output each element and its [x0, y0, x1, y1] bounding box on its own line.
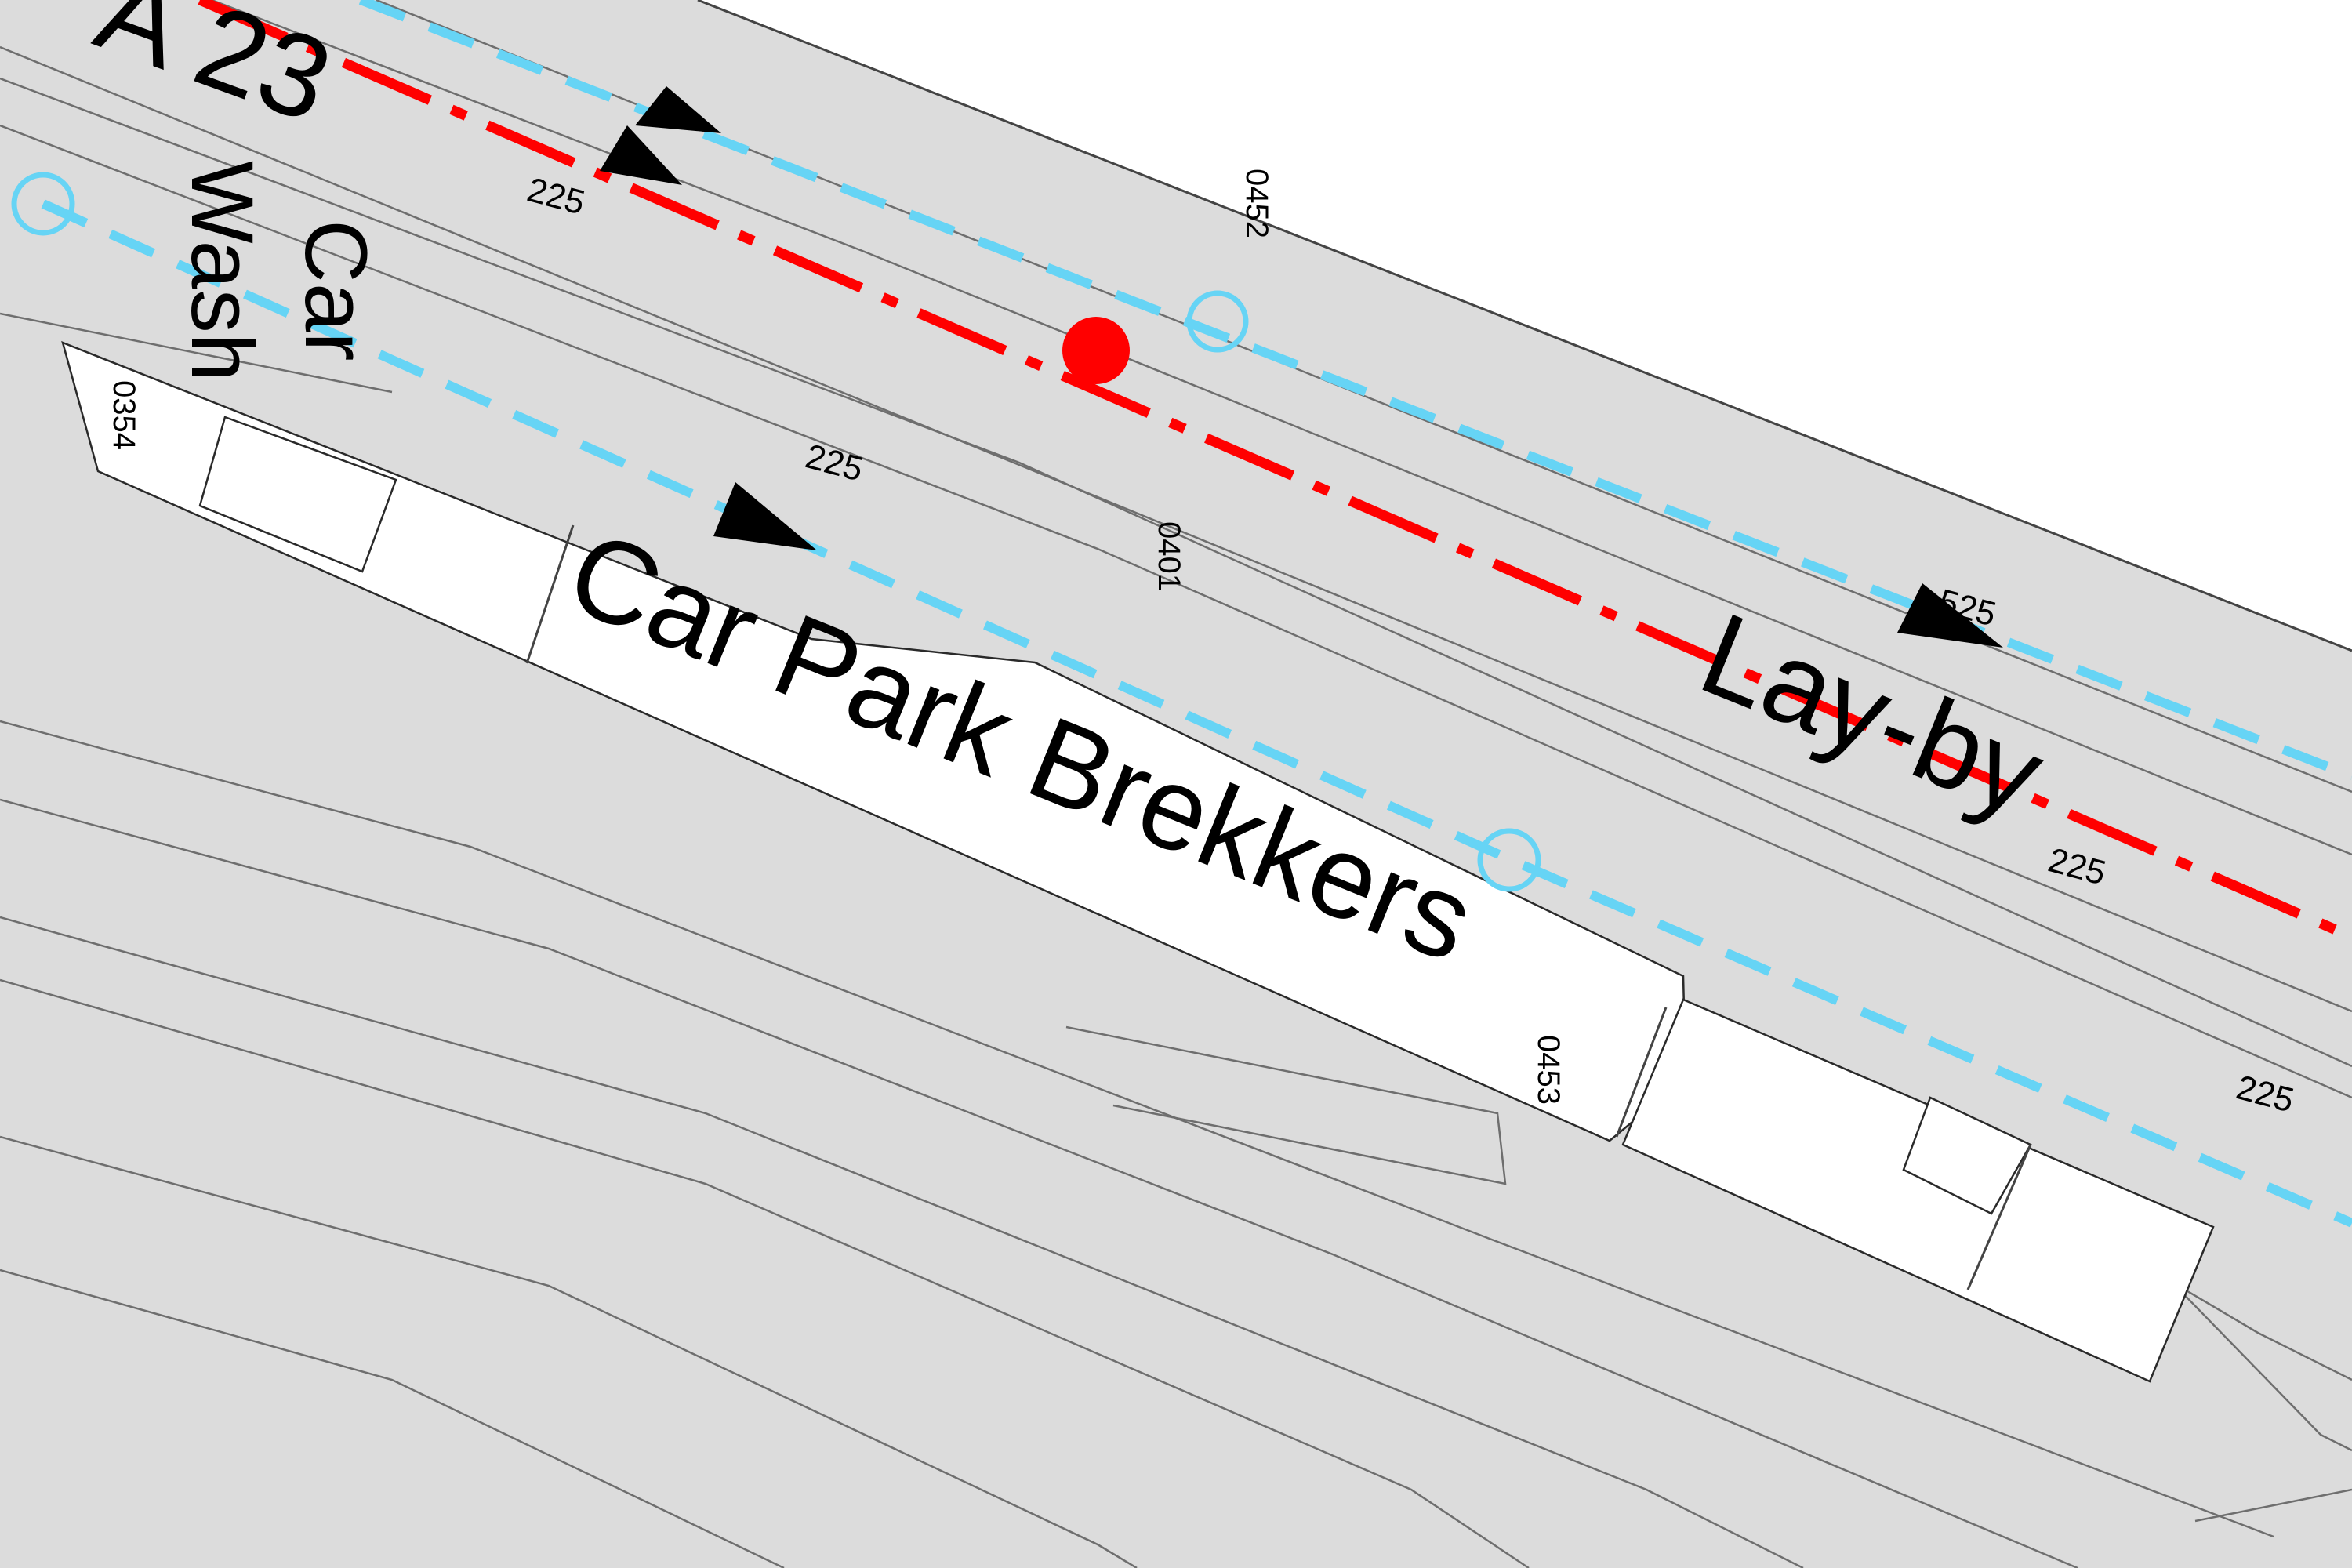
kerb-line-4 [211, 0, 2352, 856]
kerb-line-13 [1065, 1025, 1507, 1185]
foul-sewer [198, 0, 2352, 942]
kerb-line-11 [0, 1135, 1138, 1568]
kerb-line-9 [0, 916, 1804, 1568]
car-park-divider [525, 524, 575, 664]
kerb-line-6 [0, 312, 393, 394]
kerb-line-10 [0, 978, 1530, 1568]
car-label: Car [287, 220, 385, 361]
kerb-line-8 [0, 798, 2078, 1568]
surface-water-sewer-south [41, 199, 2352, 1228]
flow-arrow [713, 482, 817, 550]
manhole-ref-label: 0452 [1240, 169, 1274, 238]
kerb-line-14 [2171, 1280, 2352, 1381]
road-edge-north [697, 0, 2352, 652]
surface-water-sewer-north [358, 0, 2352, 781]
flow-arrow [1897, 583, 2003, 648]
sewer-network [41, 0, 2352, 1228]
manholes [11, 172, 1541, 892]
kerb-line-16 [2194, 1488, 2352, 1523]
car-wash-bay [198, 416, 397, 573]
manhole-ref-label: 0354 [107, 380, 141, 450]
kerb-line-12 [0, 1269, 785, 1568]
south-building [1621, 998, 2215, 1383]
kerb-line-3 [0, 124, 2352, 1099]
manhole-ref-label: 0401 [1152, 521, 1186, 591]
flow-arrows [600, 86, 2003, 648]
south-building-edge [1615, 1007, 1668, 1138]
flow-arrow [635, 86, 721, 133]
buildings [61, 340, 2215, 1383]
manhole-ref-label: 0453 [1531, 1035, 1566, 1105]
south-building-annex [1902, 1096, 2032, 1215]
flow-arrow [600, 125, 682, 185]
kerb-line-1 [0, 45, 2352, 1013]
manhole-0453 [1477, 828, 1541, 892]
manhole-0401 [1062, 317, 1130, 384]
kerb-line-7 [0, 720, 2274, 1538]
wash-label: Wash [173, 161, 271, 382]
manhole-0452 [1186, 290, 1249, 353]
kerb-line-2 [0, 77, 2352, 1068]
kerb-line-15 [2171, 1281, 2352, 1452]
manhole-0354 [11, 172, 75, 236]
annex-divider [1966, 1144, 2032, 1290]
